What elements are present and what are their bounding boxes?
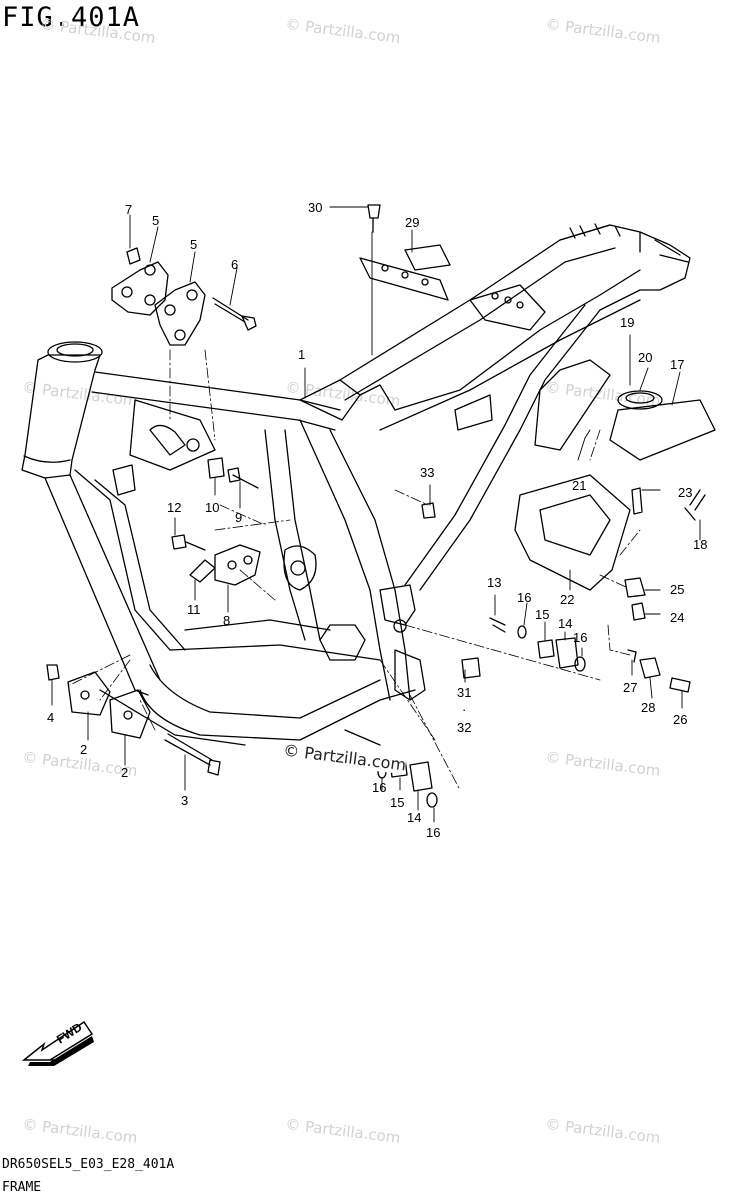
callout-dot: · [462, 702, 467, 717]
callout-6: 6 [231, 257, 239, 272]
rear-subframe [339, 223, 691, 591]
callout-12: 12 [167, 500, 182, 515]
part-5-brackets [111, 261, 206, 346]
figure-title: FIG.401A [2, 2, 141, 33]
callout-15: 15 [535, 607, 550, 622]
steering-head-tube [21, 341, 103, 479]
part-2-brackets [67, 671, 151, 739]
part-bolts [46, 204, 706, 776]
callout-7: 7 [125, 202, 133, 217]
callout-22: 22 [560, 592, 575, 607]
callout-18: 18 [693, 537, 708, 552]
callout-4: 4 [47, 710, 55, 725]
callout-24: 24 [670, 610, 685, 625]
callout-2: 2 [121, 765, 129, 780]
main-backbone-tube [91, 371, 361, 431]
callout-25: 25 [670, 582, 685, 597]
callout-19: 19 [620, 315, 635, 330]
lower-cradle-tubes [99, 619, 416, 746]
callout-32: 32 [457, 720, 472, 735]
rubber-bushings [377, 625, 586, 808]
callout-14: 14 [558, 616, 573, 631]
callout-10: 10 [205, 500, 220, 515]
callout-31: 31 [457, 685, 472, 700]
front-down-tubes [44, 469, 186, 696]
engine-mount-plates [112, 399, 216, 496]
callout-16: 16 [573, 630, 588, 645]
figure-name: FRAME [2, 1180, 42, 1195]
small-parts-center [171, 457, 261, 586]
center-frame-section [264, 419, 426, 701]
callout-3: 3 [181, 793, 189, 808]
figure-code: DR650SEL5_E03_E28_401A [2, 1157, 175, 1172]
assembly-lines [69, 349, 641, 791]
callout-29: 29 [405, 215, 420, 230]
callout-17: 17 [670, 357, 685, 372]
callout-26: 26 [673, 712, 688, 727]
callout-5: 5 [152, 213, 160, 228]
callout-21: 21 [572, 478, 587, 493]
callout-2: 2 [80, 742, 88, 757]
leader-lines [51, 206, 701, 823]
callout-1: 1 [298, 347, 306, 362]
callout-16: 16 [372, 780, 387, 795]
callout-23: 23 [678, 485, 693, 500]
rear-guard-and-covers [514, 359, 716, 679]
fwd-arrow-icon: FWD [21, 1016, 97, 1070]
callout-13: 13 [487, 575, 502, 590]
callout-16: 16 [517, 590, 532, 605]
callout-20: 20 [638, 350, 653, 365]
callout-15: 15 [390, 795, 405, 810]
callout-9: 9 [235, 510, 243, 525]
callout-11: 11 [187, 602, 201, 617]
callout-8: 8 [223, 613, 231, 628]
callout-14: 14 [407, 810, 422, 825]
callout-30: 30 [308, 200, 323, 215]
callout-27: 27 [623, 680, 638, 695]
callout-16: 16 [426, 825, 441, 840]
top-and-center-parts [359, 244, 481, 679]
callout-33: 33 [420, 465, 435, 480]
callout-5: 5 [190, 237, 198, 252]
callout-28: 28 [641, 700, 656, 715]
